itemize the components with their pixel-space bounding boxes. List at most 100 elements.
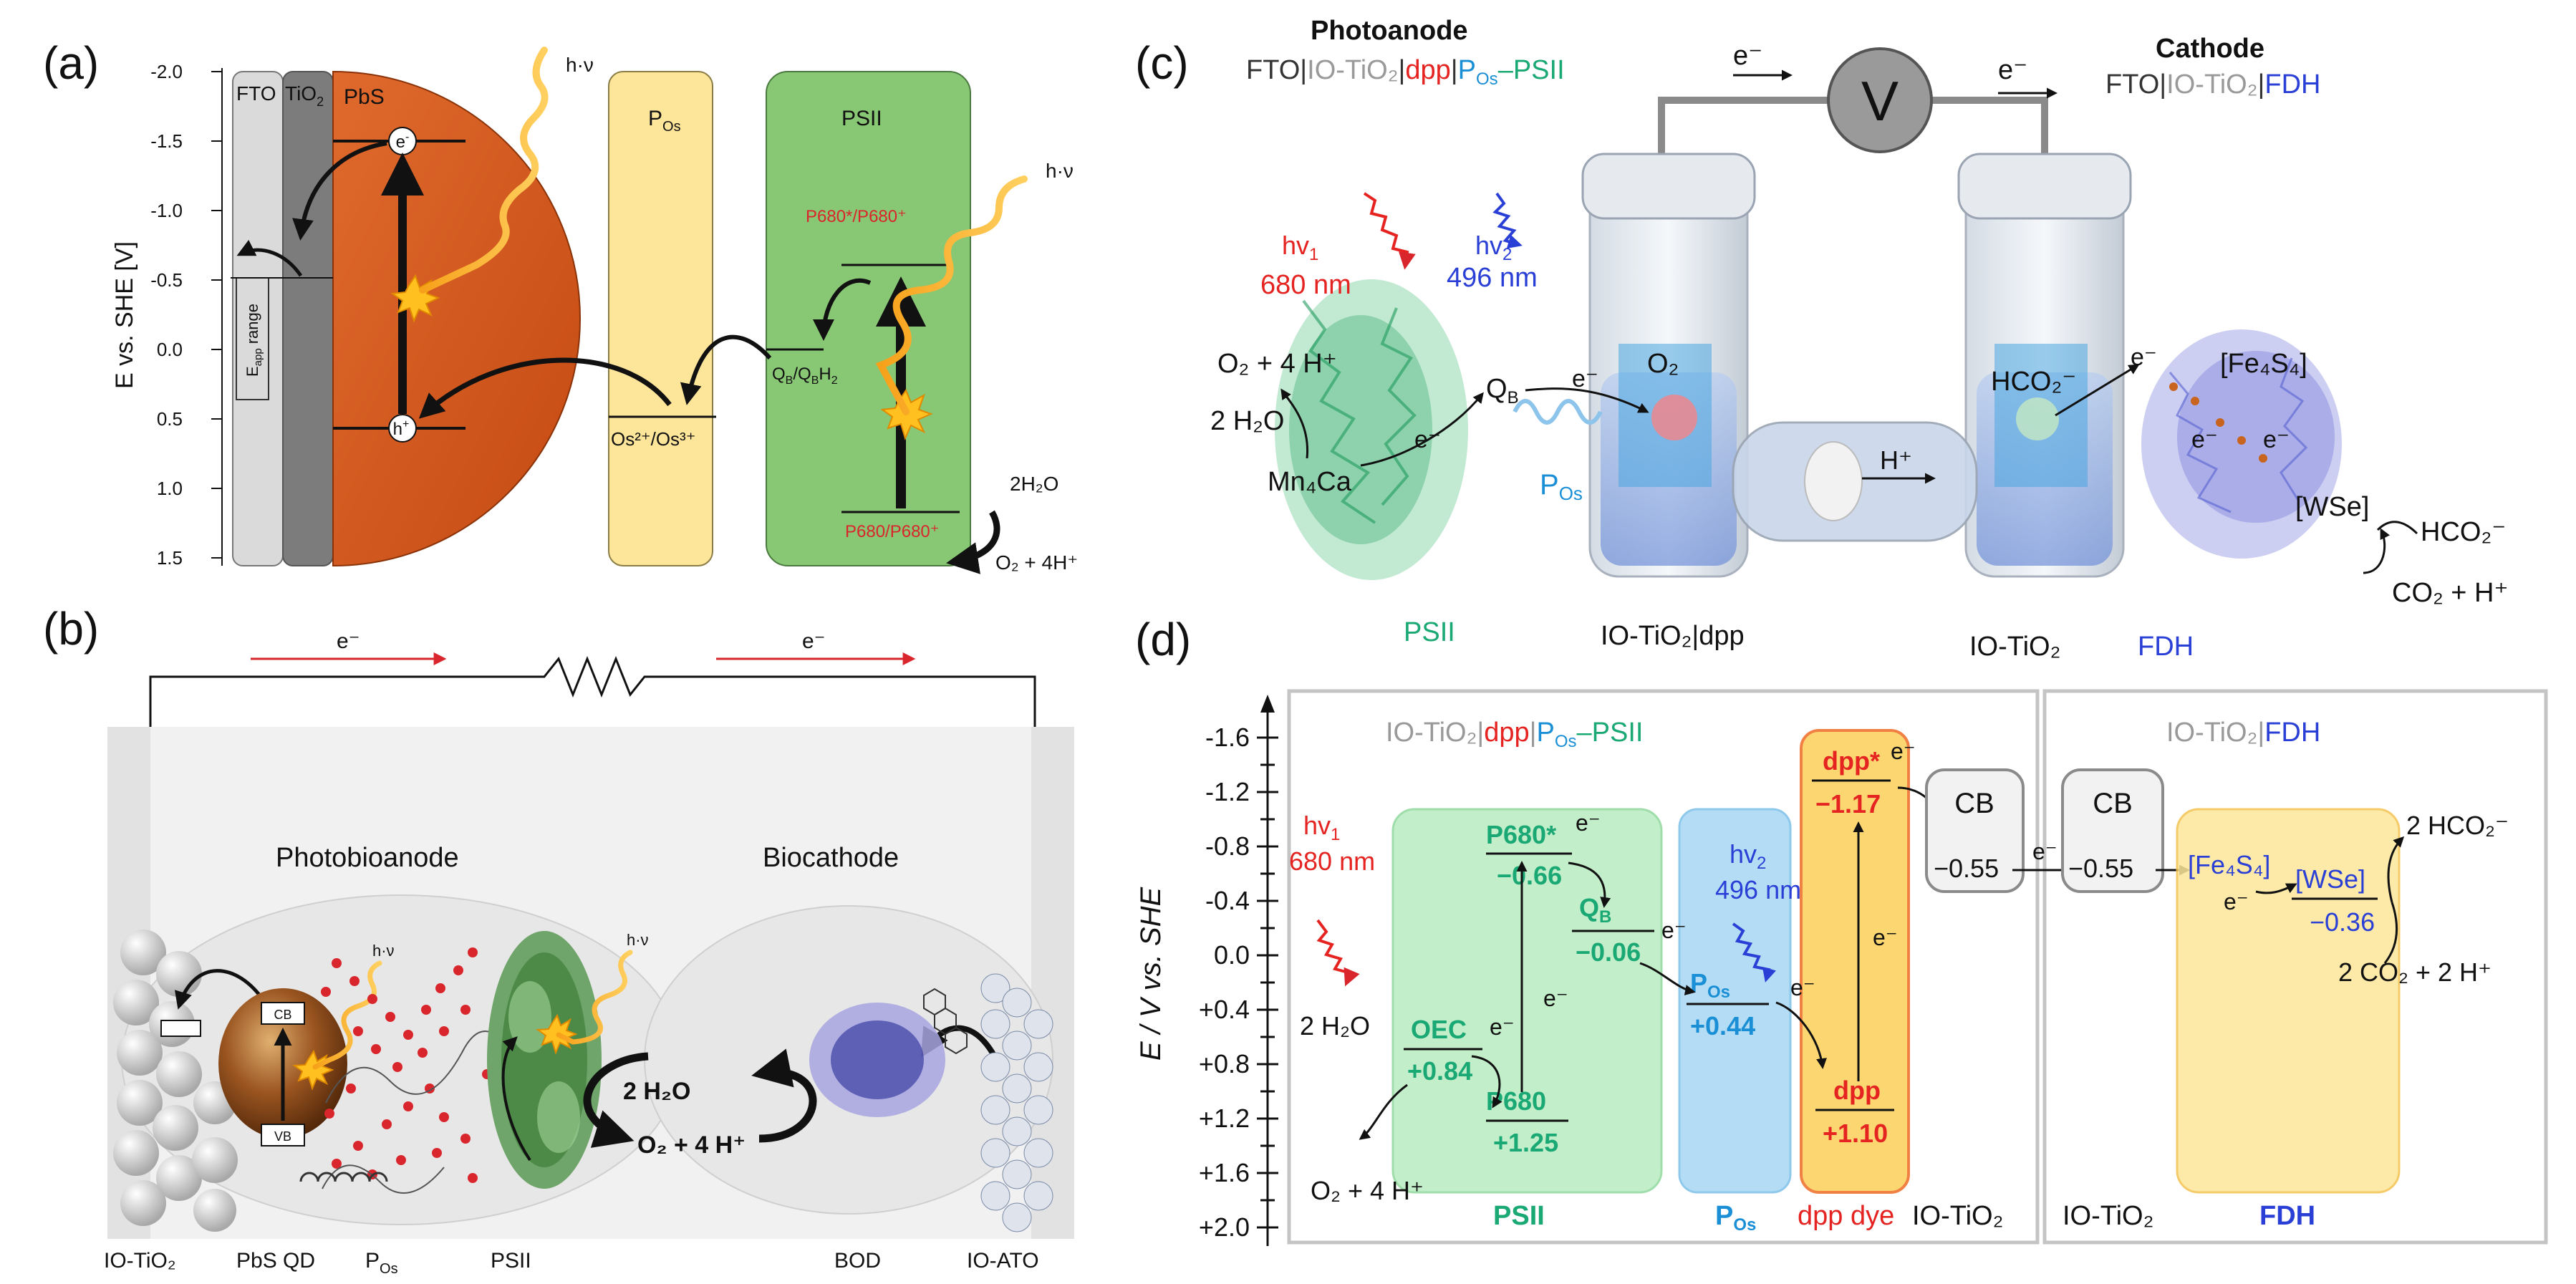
pos-value: +0.44 [1690, 1011, 1755, 1041]
p680-label: P680/P680⁺ [845, 522, 939, 541]
bod-o2-reduction-arrow [751, 1048, 817, 1143]
pos-coil [299, 1172, 388, 1182]
e-label-c2: e⁻ [1998, 55, 2027, 85]
salt-bridge [1732, 421, 1978, 542]
cb-label-cathode: CB [2093, 788, 2133, 819]
d-label-io-tio2-cathode: IO-TiO₂ [2063, 1201, 2153, 1231]
hv1-nm-c: 680 nm [1260, 270, 1351, 300]
qb-value: −0.06 [1576, 937, 1641, 967]
hco2-label-d: 2 HCO₂⁻ [2406, 811, 2509, 840]
tick-a-7: 1.5 [157, 547, 183, 569]
e-pos-d: e⁻ [1790, 975, 1815, 1000]
e-fdh2: e⁻ [2191, 426, 2218, 453]
panel-a-y-axis-label: E vs. SHE [V] [111, 241, 138, 389]
o2-label-c: O₂ [1647, 349, 1679, 379]
label-io-tio2-b: IO-TiO₂ [104, 1249, 176, 1273]
hco2-out-label: HCO₂⁻ [2421, 517, 2506, 547]
label-io-ato: IO-ATO [967, 1249, 1039, 1273]
hv-label-b1: h·ν [372, 942, 395, 960]
d-label-psii: PSII [1493, 1201, 1545, 1231]
qb-to-os-arrow [680, 334, 772, 405]
p680-to-qb-arrow [813, 278, 872, 341]
panel-d: (d) E / V vs. SHE -1.6 -1.2 -0.8 -0.4 0.… [1135, 614, 2548, 1246]
photoanode-energy-frame [1287, 689, 2040, 1245]
dpps-value: −1.17 [1815, 789, 1881, 819]
photon-wave-icon-2 [875, 175, 1028, 415]
tick-a-3: -0.5 [150, 269, 183, 291]
panel-d-right-title: IO-TiO₂|FDH [2166, 718, 2320, 748]
p680-star-label: P680*/P680⁺ [806, 207, 907, 226]
c-label-psii: PSII [1404, 617, 1455, 647]
tick-d-0: -1.6 [1205, 723, 1250, 752]
d-label-pos: POs [1715, 1201, 1756, 1235]
tick-d-7: +1.2 [1199, 1104, 1250, 1133]
e-cb-transfer: e⁻ [2032, 839, 2058, 864]
cathode-title: Cathode [2156, 34, 2264, 64]
wse-label-d: [WSe] [2295, 864, 2365, 894]
o2-bubble [1651, 395, 1697, 440]
tick-d-2: -0.8 [1205, 831, 1250, 861]
photon-blue-d-icon [1732, 922, 1777, 983]
label-pbs-qd: PbS QD [236, 1249, 315, 1273]
io-tio2-spheres [113, 930, 238, 1232]
pos-bar [608, 71, 713, 566]
panel-a-label: (a) [43, 37, 99, 89]
tio2-cb-level [160, 1020, 201, 1037]
panel-d-y-axis-label: E / V vs. SHE [1135, 887, 1167, 1061]
panel-b-bottom-labels: IO-TiO₂ PbS QD POs PSII BOD IO-ATO [104, 1249, 1039, 1277]
e-label-c1: e⁻ [1733, 41, 1762, 71]
psii-to-pos-arrow [501, 1036, 531, 1162]
qb-label-d: QB [1579, 893, 1611, 927]
panel-c: (c) Photoanode FTO|IO-TiO₂|dpp|POs–PSII … [1135, 16, 2509, 662]
water-label-b: 2 H₂O [623, 1078, 690, 1105]
psii-bar [766, 71, 971, 566]
anthracene-linker [923, 988, 968, 1055]
panel-a: (a) E vs. SHE [V] -2.0 -1.5 -1.0 -0.5 0.… [43, 37, 1078, 574]
e-dpp: e⁻ [1873, 925, 1898, 950]
tick-a-1: -1.5 [150, 130, 183, 152]
qb-couple-label: QB/QBH2 [772, 365, 838, 387]
voltmeter-label: V [1861, 69, 1899, 132]
p680s-label: P680* [1486, 820, 1556, 849]
tio2-bar [282, 71, 334, 566]
d-label-fdh: FDH [2259, 1201, 2315, 1231]
hco2-bubble [2016, 397, 2059, 440]
photon-wave-icon [419, 47, 549, 294]
hv2-nm-c: 496 nm [1447, 263, 1538, 293]
tick-a-0: -2.0 [150, 61, 183, 82]
tick-d-6: +0.8 [1199, 1049, 1250, 1078]
fe4s4-label-d: [Fe₄S₄] [2188, 850, 2270, 879]
cb-box-anode [1925, 768, 2025, 893]
vb-box [261, 1124, 305, 1147]
electron-label-a: e- [396, 131, 410, 152]
hv2-label-d: hv2 [1730, 839, 1766, 873]
e-p680s: e⁻ [1576, 810, 1601, 836]
fto-label: FTO [236, 82, 276, 105]
label-bod: BOD [834, 1249, 881, 1273]
c-label-io-tio2: IO-TiO₂ [1969, 632, 2060, 662]
water-label-c: 2 H₂O [1210, 406, 1284, 436]
cb-box-cathode [2061, 768, 2164, 893]
label-pos-b: POs [365, 1249, 398, 1277]
p680-value: +1.25 [1493, 1128, 1558, 1157]
e-label-b-right: e⁻ [802, 629, 826, 653]
photobioanode-label: Photobioanode [276, 843, 459, 873]
photon-wave-qd-icon [312, 960, 382, 1070]
voltmeter [1827, 47, 1933, 153]
eapp-arrow [236, 239, 303, 277]
hv2-nm-d: 496 nm [1715, 875, 1801, 904]
e-oec: e⁻ [1490, 1014, 1515, 1040]
o2-label-a: O₂ + 4H⁺ [995, 551, 1078, 574]
cb-box [261, 1002, 305, 1025]
cb-value-cathode: −0.55 [2068, 854, 2133, 883]
dpp-energy-box [1800, 729, 1910, 1194]
tick-d-3: -0.4 [1205, 886, 1250, 915]
psii-water-oxidation-arrow [583, 1052, 649, 1148]
pbs-label: PbS [344, 85, 385, 109]
e-mn-label: e⁻ [1414, 426, 1441, 453]
wse-label-c: [WSe] [2295, 492, 2369, 522]
io-ato-spheres [980, 973, 1053, 1232]
e-qb-label: e⁻ [1572, 365, 1598, 392]
dpp-label-d: dpp [1833, 1076, 1881, 1105]
tick-d-4: 0.0 [1214, 940, 1250, 970]
